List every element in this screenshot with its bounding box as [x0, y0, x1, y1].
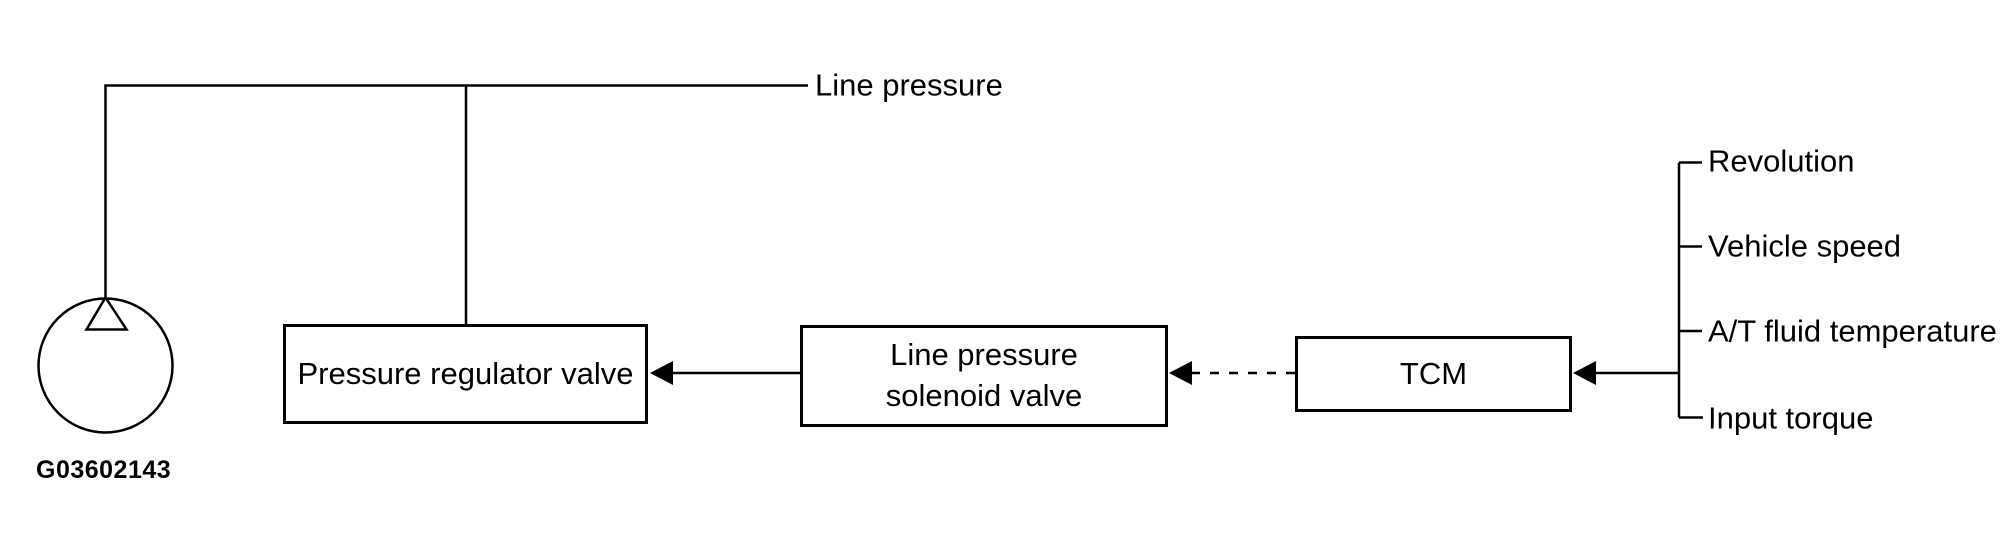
arrow-inputs-to-tcm-head — [1573, 361, 1596, 385]
solenoid-valve-label-line1: Line pressure — [890, 337, 1078, 373]
pump-triangle-icon — [84, 295, 129, 331]
tcm-input-input-torque: Input torque — [1708, 400, 1874, 436]
tcm-input-vehicle-speed: Vehicle speed — [1708, 228, 1902, 264]
line-pressure-pipe — [104, 84, 808, 298]
node-tcm: TCM — [1295, 336, 1572, 412]
inputs-bracket — [1677, 161, 1703, 419]
line-pressure-solenoid-valve-label: Line pressure solenoid valve — [886, 335, 1082, 417]
line-pressure-label: Line pressure — [815, 67, 1003, 103]
node-pressure-regulator-valve: Pressure regulator valve — [283, 324, 648, 424]
tcm-input-revolution: Revolution — [1708, 143, 1855, 179]
tcm-input-at-fluid-temperature: A/T fluid temperature — [1708, 313, 1997, 349]
arrow-solenoid-to-regulator-head — [650, 361, 673, 385]
solenoid-valve-label-line2: solenoid valve — [885, 378, 1083, 413]
tcm-label: TCM — [1399, 355, 1468, 391]
pressure-regulator-valve-label: Pressure regulator valve — [297, 355, 634, 391]
figure-code-label: G03602143 — [36, 456, 172, 484]
arrow-tcm-to-solenoid-head — [1169, 361, 1192, 385]
